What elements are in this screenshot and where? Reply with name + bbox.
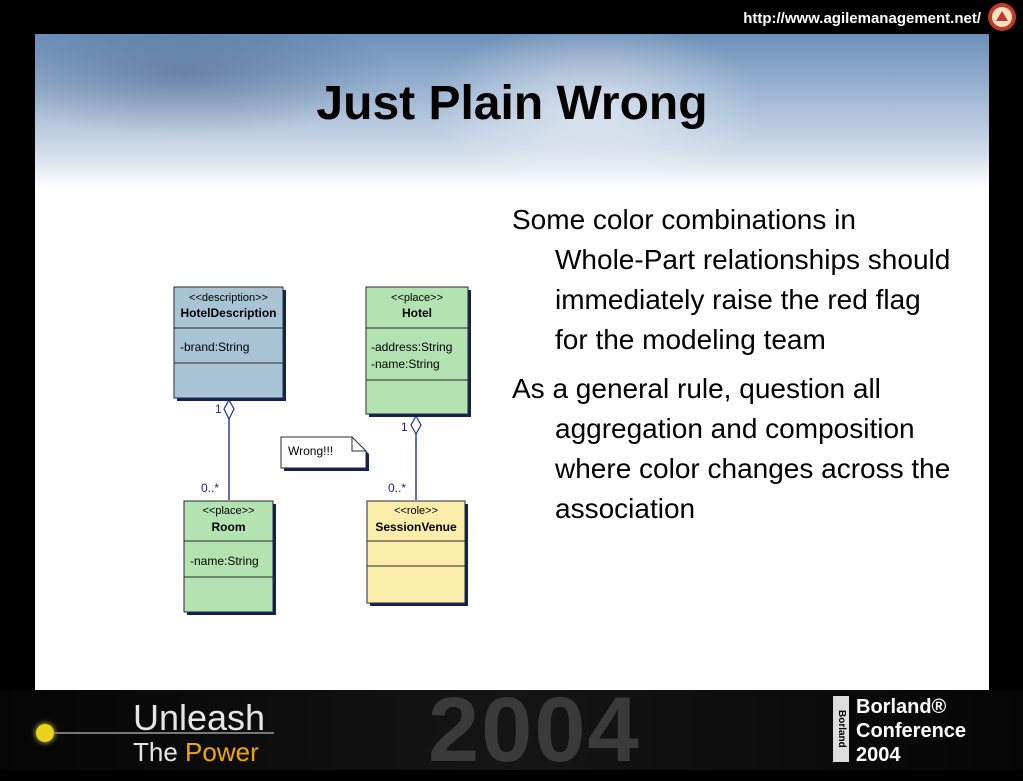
multiplicity-whole-left: 1 bbox=[215, 402, 222, 416]
aggregation-diamond-right bbox=[410, 414, 422, 436]
borland-vertical-logo: Borland bbox=[833, 696, 849, 762]
slide-title: Just Plain Wrong bbox=[316, 77, 708, 130]
class-box-room: <<place>> Room -name:String bbox=[183, 500, 276, 615]
multiplicity-whole-right: 1 bbox=[401, 420, 408, 434]
multiplicity-part-left: 0..* bbox=[201, 481, 219, 495]
footer-banner bbox=[0, 690, 1023, 770]
multiplicity-part-right: 0..* bbox=[388, 481, 406, 495]
note-text: Wrong!!! bbox=[288, 444, 333, 458]
divider bbox=[54, 732, 274, 734]
slide: Just Plain Wrong 1 0..* 1 0..* <<descrip… bbox=[35, 34, 989, 690]
attribute: -address:String bbox=[371, 340, 452, 354]
conference-year: 2004 bbox=[856, 744, 901, 766]
title-background bbox=[35, 34, 989, 189]
stereotype-label: <<role>> bbox=[394, 505, 438, 517]
stereotype-label: <<place>> bbox=[203, 505, 255, 517]
bullet-item: As a general rule, question all aggregat… bbox=[512, 373, 951, 524]
attribute: -brand:String bbox=[180, 340, 249, 354]
class-box-session-venue: <<role>> SessionVenue bbox=[366, 500, 468, 606]
class-box-hotel-description: <<description>> HotelDescription -brand:… bbox=[173, 286, 286, 401]
note-wrong: Wrong!!! bbox=[280, 436, 369, 471]
attribute: -name:String bbox=[190, 554, 259, 568]
aggregation-diamond-left bbox=[223, 398, 235, 421]
yellow-dot-icon bbox=[36, 724, 54, 742]
borland-brand: Borland® bbox=[856, 696, 947, 718]
attribute: -name:String bbox=[371, 357, 440, 371]
uml-diagram: 1 0..* 1 0..* <<description>> HotelDescr… bbox=[173, 286, 471, 615]
borland-conference-logo: Borland® Conference 2004 bbox=[856, 695, 966, 767]
bullet-list: Some color combinations in Whole-Part re… bbox=[512, 200, 952, 538]
stereotype-label: <<place>> bbox=[391, 292, 443, 304]
agile-management-logo-icon bbox=[988, 3, 1016, 31]
class-name: Hotel bbox=[402, 306, 432, 320]
class-name: SessionVenue bbox=[375, 520, 457, 534]
the-word: The bbox=[133, 737, 178, 767]
url-text[interactable]: http://www.agilemanagement.net/ bbox=[743, 10, 981, 27]
year-watermark: 2004 bbox=[428, 679, 641, 781]
class-name: Room bbox=[212, 520, 246, 534]
conference-label: Conference bbox=[856, 720, 967, 742]
stereotype-label: <<description>> bbox=[189, 292, 268, 304]
class-name: HotelDescription bbox=[180, 306, 276, 320]
power-word: Power bbox=[185, 737, 259, 767]
unleash-text: Unleash bbox=[133, 697, 266, 738]
the-power-text: The Power bbox=[133, 737, 259, 768]
class-box-hotel: <<place>> Hotel -address:String -name:St… bbox=[365, 286, 471, 417]
bullet-item: Some color combinations in Whole-Part re… bbox=[512, 204, 951, 355]
